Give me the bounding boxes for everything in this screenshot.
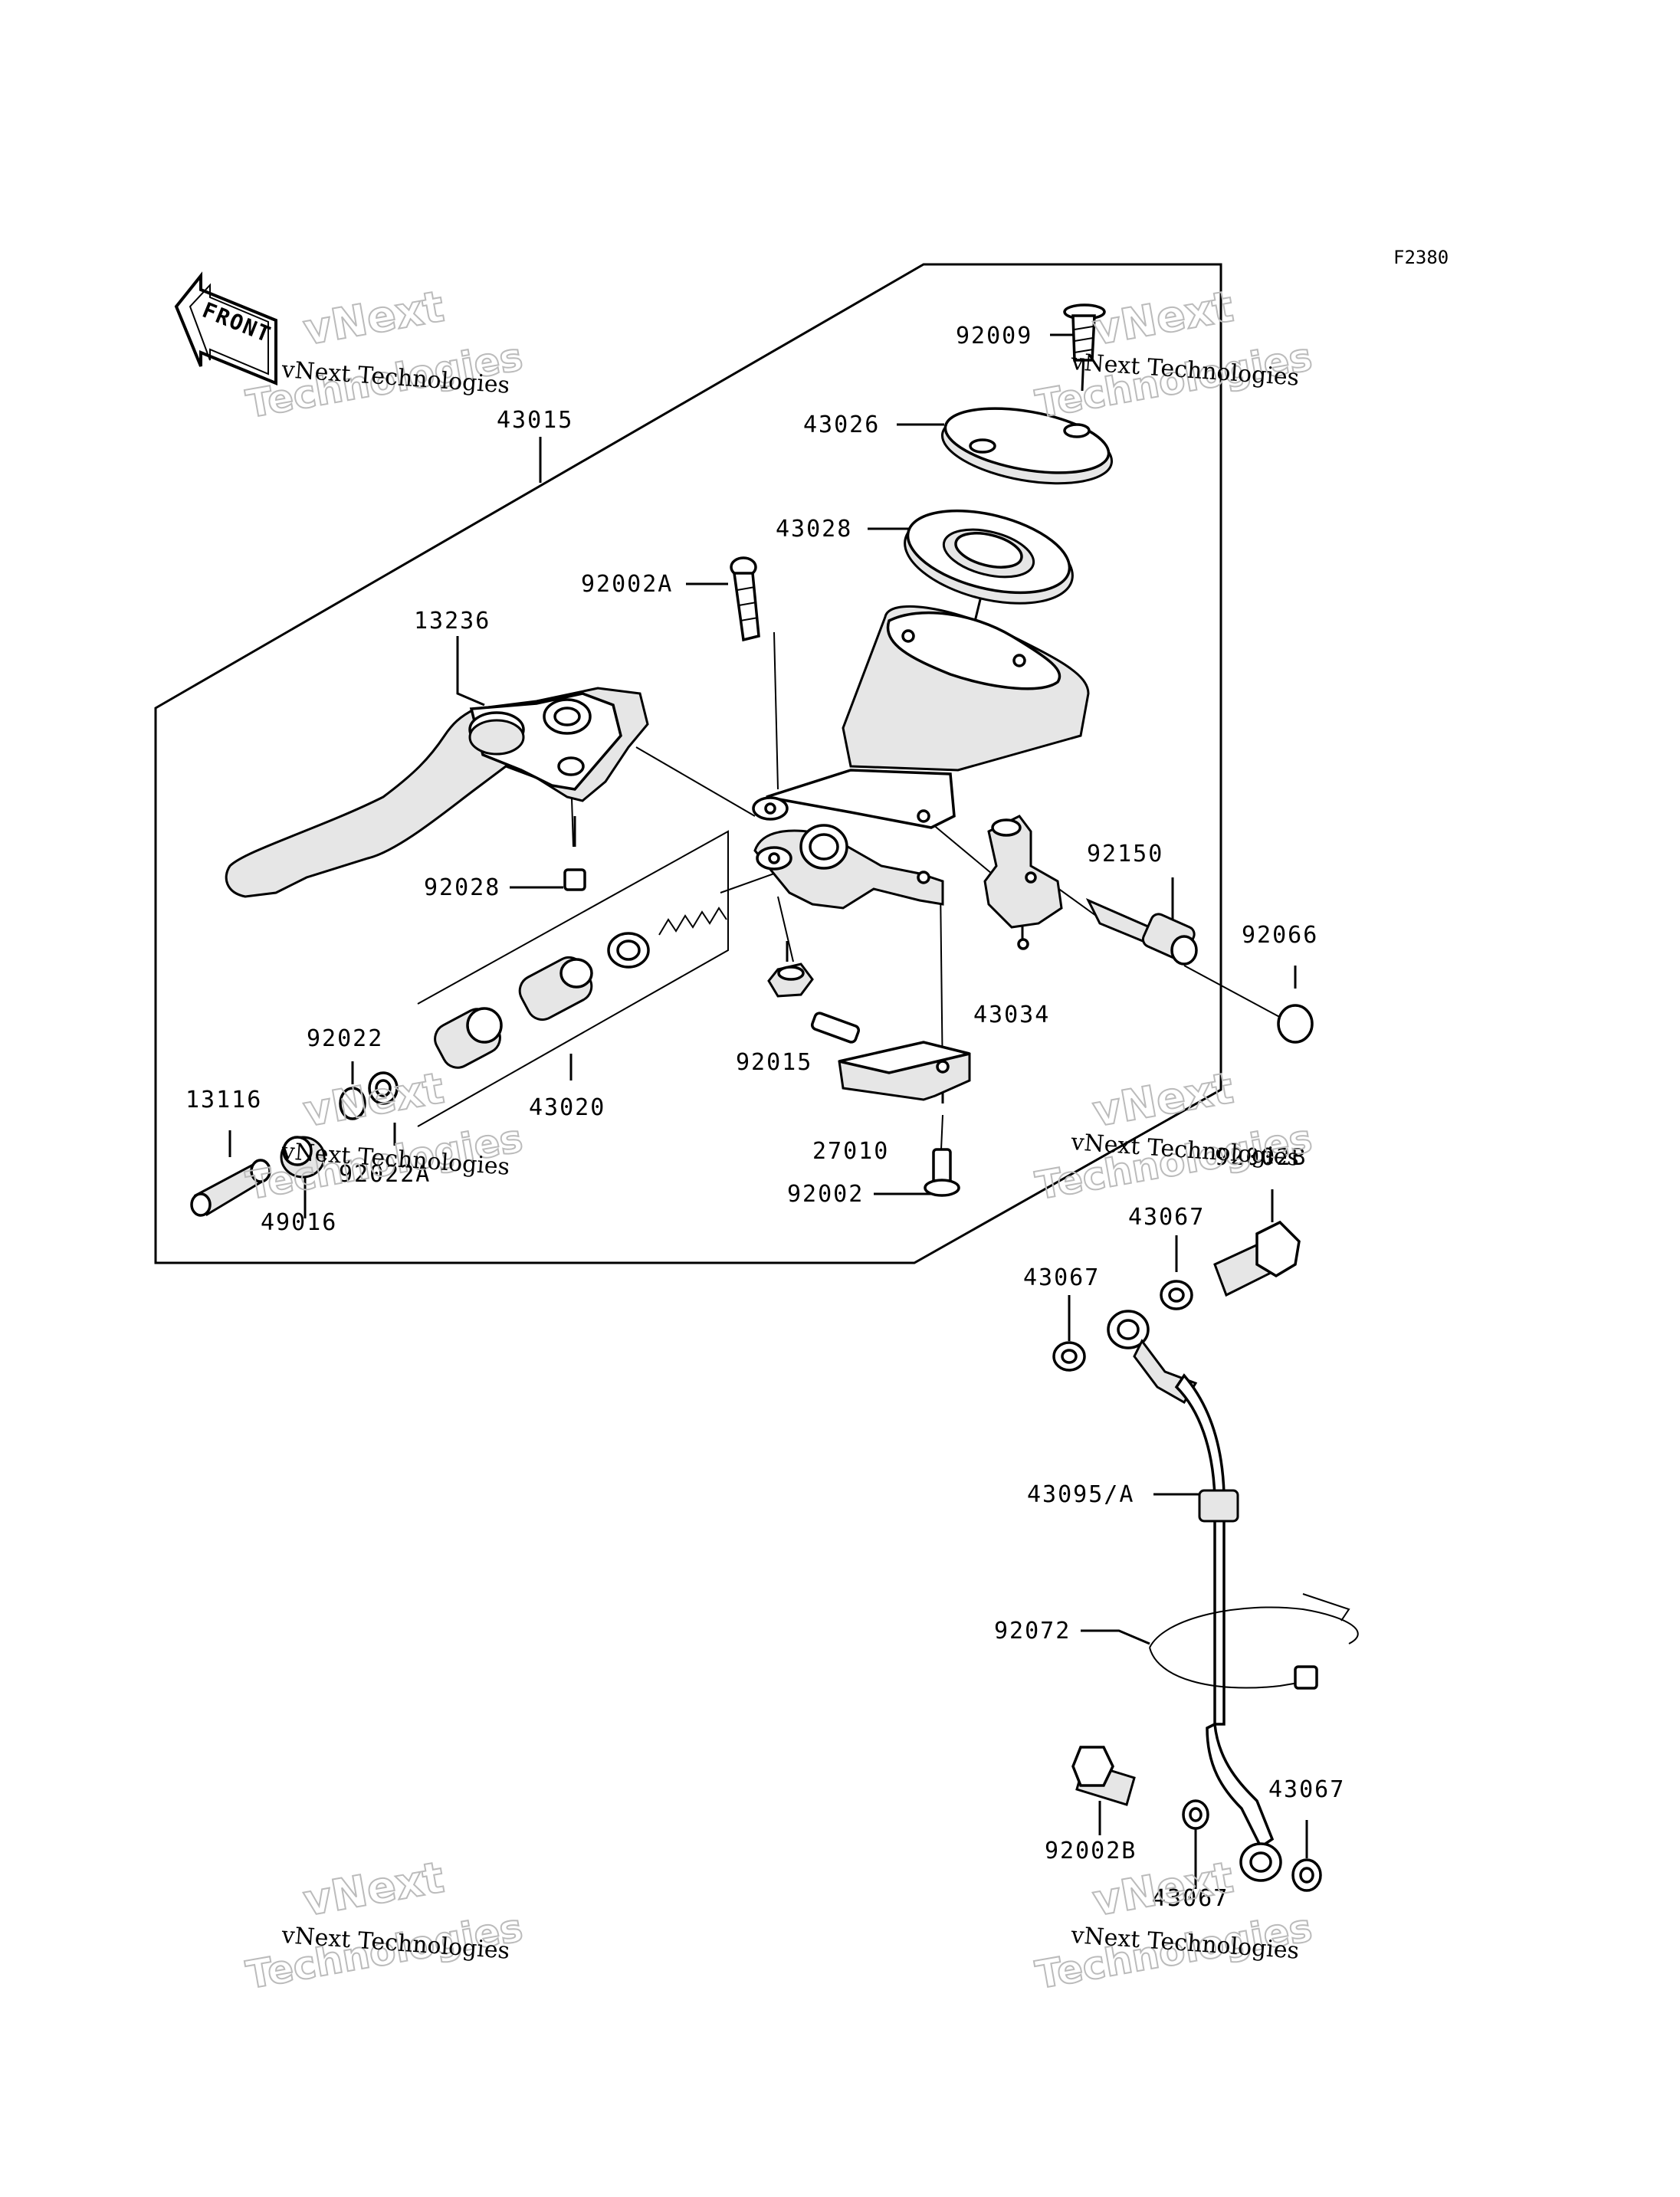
- svg-text:vNext: vNext: [300, 1064, 448, 1137]
- part-label-43028: 43028: [776, 516, 852, 543]
- part-label-13236: 13236: [414, 608, 491, 635]
- part-label-92009: 92009: [956, 323, 1032, 349]
- figure-code: F2380: [1393, 247, 1449, 268]
- part-label-92022: 92022: [307, 1025, 383, 1052]
- piston-43020-icon: [434, 932, 650, 1069]
- washer-43067-c-icon: [1182, 1799, 1209, 1830]
- part-label-13116: 13116: [185, 1087, 262, 1113]
- bolt-92150-icon: [1085, 897, 1198, 966]
- bushing-92028-icon: [563, 868, 586, 891]
- part-labels: 43015 92009 43026 43028 92002A 13236 921…: [185, 323, 1345, 1912]
- part-label-92022A: 92022A: [339, 1161, 431, 1188]
- screw-92009-icon: [1063, 303, 1106, 362]
- svg-text:vNext: vNext: [300, 282, 448, 356]
- part-label-92015: 92015: [736, 1049, 812, 1076]
- part-label-43067-b: 43067: [1023, 1264, 1100, 1291]
- nut-92015-icon: [767, 962, 814, 998]
- washer-43067-d-icon: [1291, 1858, 1322, 1892]
- part-label-43067-d: 43067: [1152, 1885, 1229, 1912]
- part-label-43020: 43020: [529, 1094, 605, 1121]
- dust-boot-49016-icon: [280, 1136, 326, 1179]
- svg-text:vNext: vNext: [300, 1853, 448, 1926]
- assembly-43015-outline: [154, 263, 1222, 1264]
- watermark-bottom-left: vNext Technologies vNext Technologies: [242, 1852, 527, 1999]
- watermark-top-left: vNext Technologies vNext Technologies: [242, 281, 527, 428]
- svg-text:vNext: vNext: [1089, 282, 1237, 356]
- part-label-92002: 92002: [787, 1181, 864, 1208]
- switch-27010-icon: [810, 1012, 971, 1101]
- part-label-43067-a: 43067: [1128, 1204, 1205, 1231]
- spring-icon: [658, 907, 727, 936]
- banjo-bolt-92002B-bottom-icon: [1071, 1746, 1136, 1806]
- part-label-43015: 43015: [497, 407, 573, 434]
- washer-43067-a-icon: [1160, 1280, 1193, 1310]
- hose-43095-icon: [1107, 1310, 1282, 1882]
- part-label-27010: 27010: [812, 1138, 889, 1165]
- part-label-49016: 49016: [261, 1209, 337, 1236]
- part-label-92150: 92150: [1087, 841, 1163, 867]
- banjo-bolt-92002B-top-icon: [1213, 1220, 1301, 1297]
- part-label-43095A: 43095/A: [1027, 1481, 1134, 1508]
- watermark-top-right: vNext Technologies vNext Technologies: [1032, 281, 1316, 428]
- watermark-mid-right: vNext Technologies vNext Technologies: [1032, 1063, 1316, 1209]
- master-cylinder-body-icon: [752, 605, 1090, 910]
- washer-43067-b-icon: [1052, 1341, 1086, 1372]
- part-label-92028: 92028: [424, 874, 500, 901]
- part-label-43067-c: 43067: [1268, 1776, 1345, 1803]
- part-label-43034: 43034: [973, 1002, 1050, 1028]
- part-label-92002B-bottom: 92002B: [1045, 1838, 1137, 1864]
- clamp-43034-icon: [983, 815, 1063, 950]
- part-label-92002B-top: 92002B: [1215, 1144, 1307, 1171]
- cable-tie-92072-icon: [1149, 1593, 1359, 1690]
- part-label-92002A: 92002A: [581, 571, 673, 598]
- clutch-lever-13236-icon: [225, 687, 649, 898]
- front-arrow-icon: FRONT: [174, 271, 277, 385]
- pushrod-13116-icon: [190, 1159, 271, 1217]
- part-label-43026: 43026: [803, 412, 880, 438]
- reservoir-cap-43026-icon: [940, 407, 1114, 485]
- diaphragm-43028-icon: [904, 509, 1074, 605]
- part-label-92072: 92072: [994, 1618, 1071, 1644]
- cap-92066-icon: [1277, 1004, 1314, 1044]
- circlip-92022-icon: [339, 1071, 399, 1120]
- svg-text:vNext: vNext: [1089, 1064, 1237, 1137]
- screw-92002A-icon: [730, 556, 760, 642]
- screw-92002-icon: [924, 1148, 960, 1197]
- part-label-92066: 92066: [1242, 922, 1318, 949]
